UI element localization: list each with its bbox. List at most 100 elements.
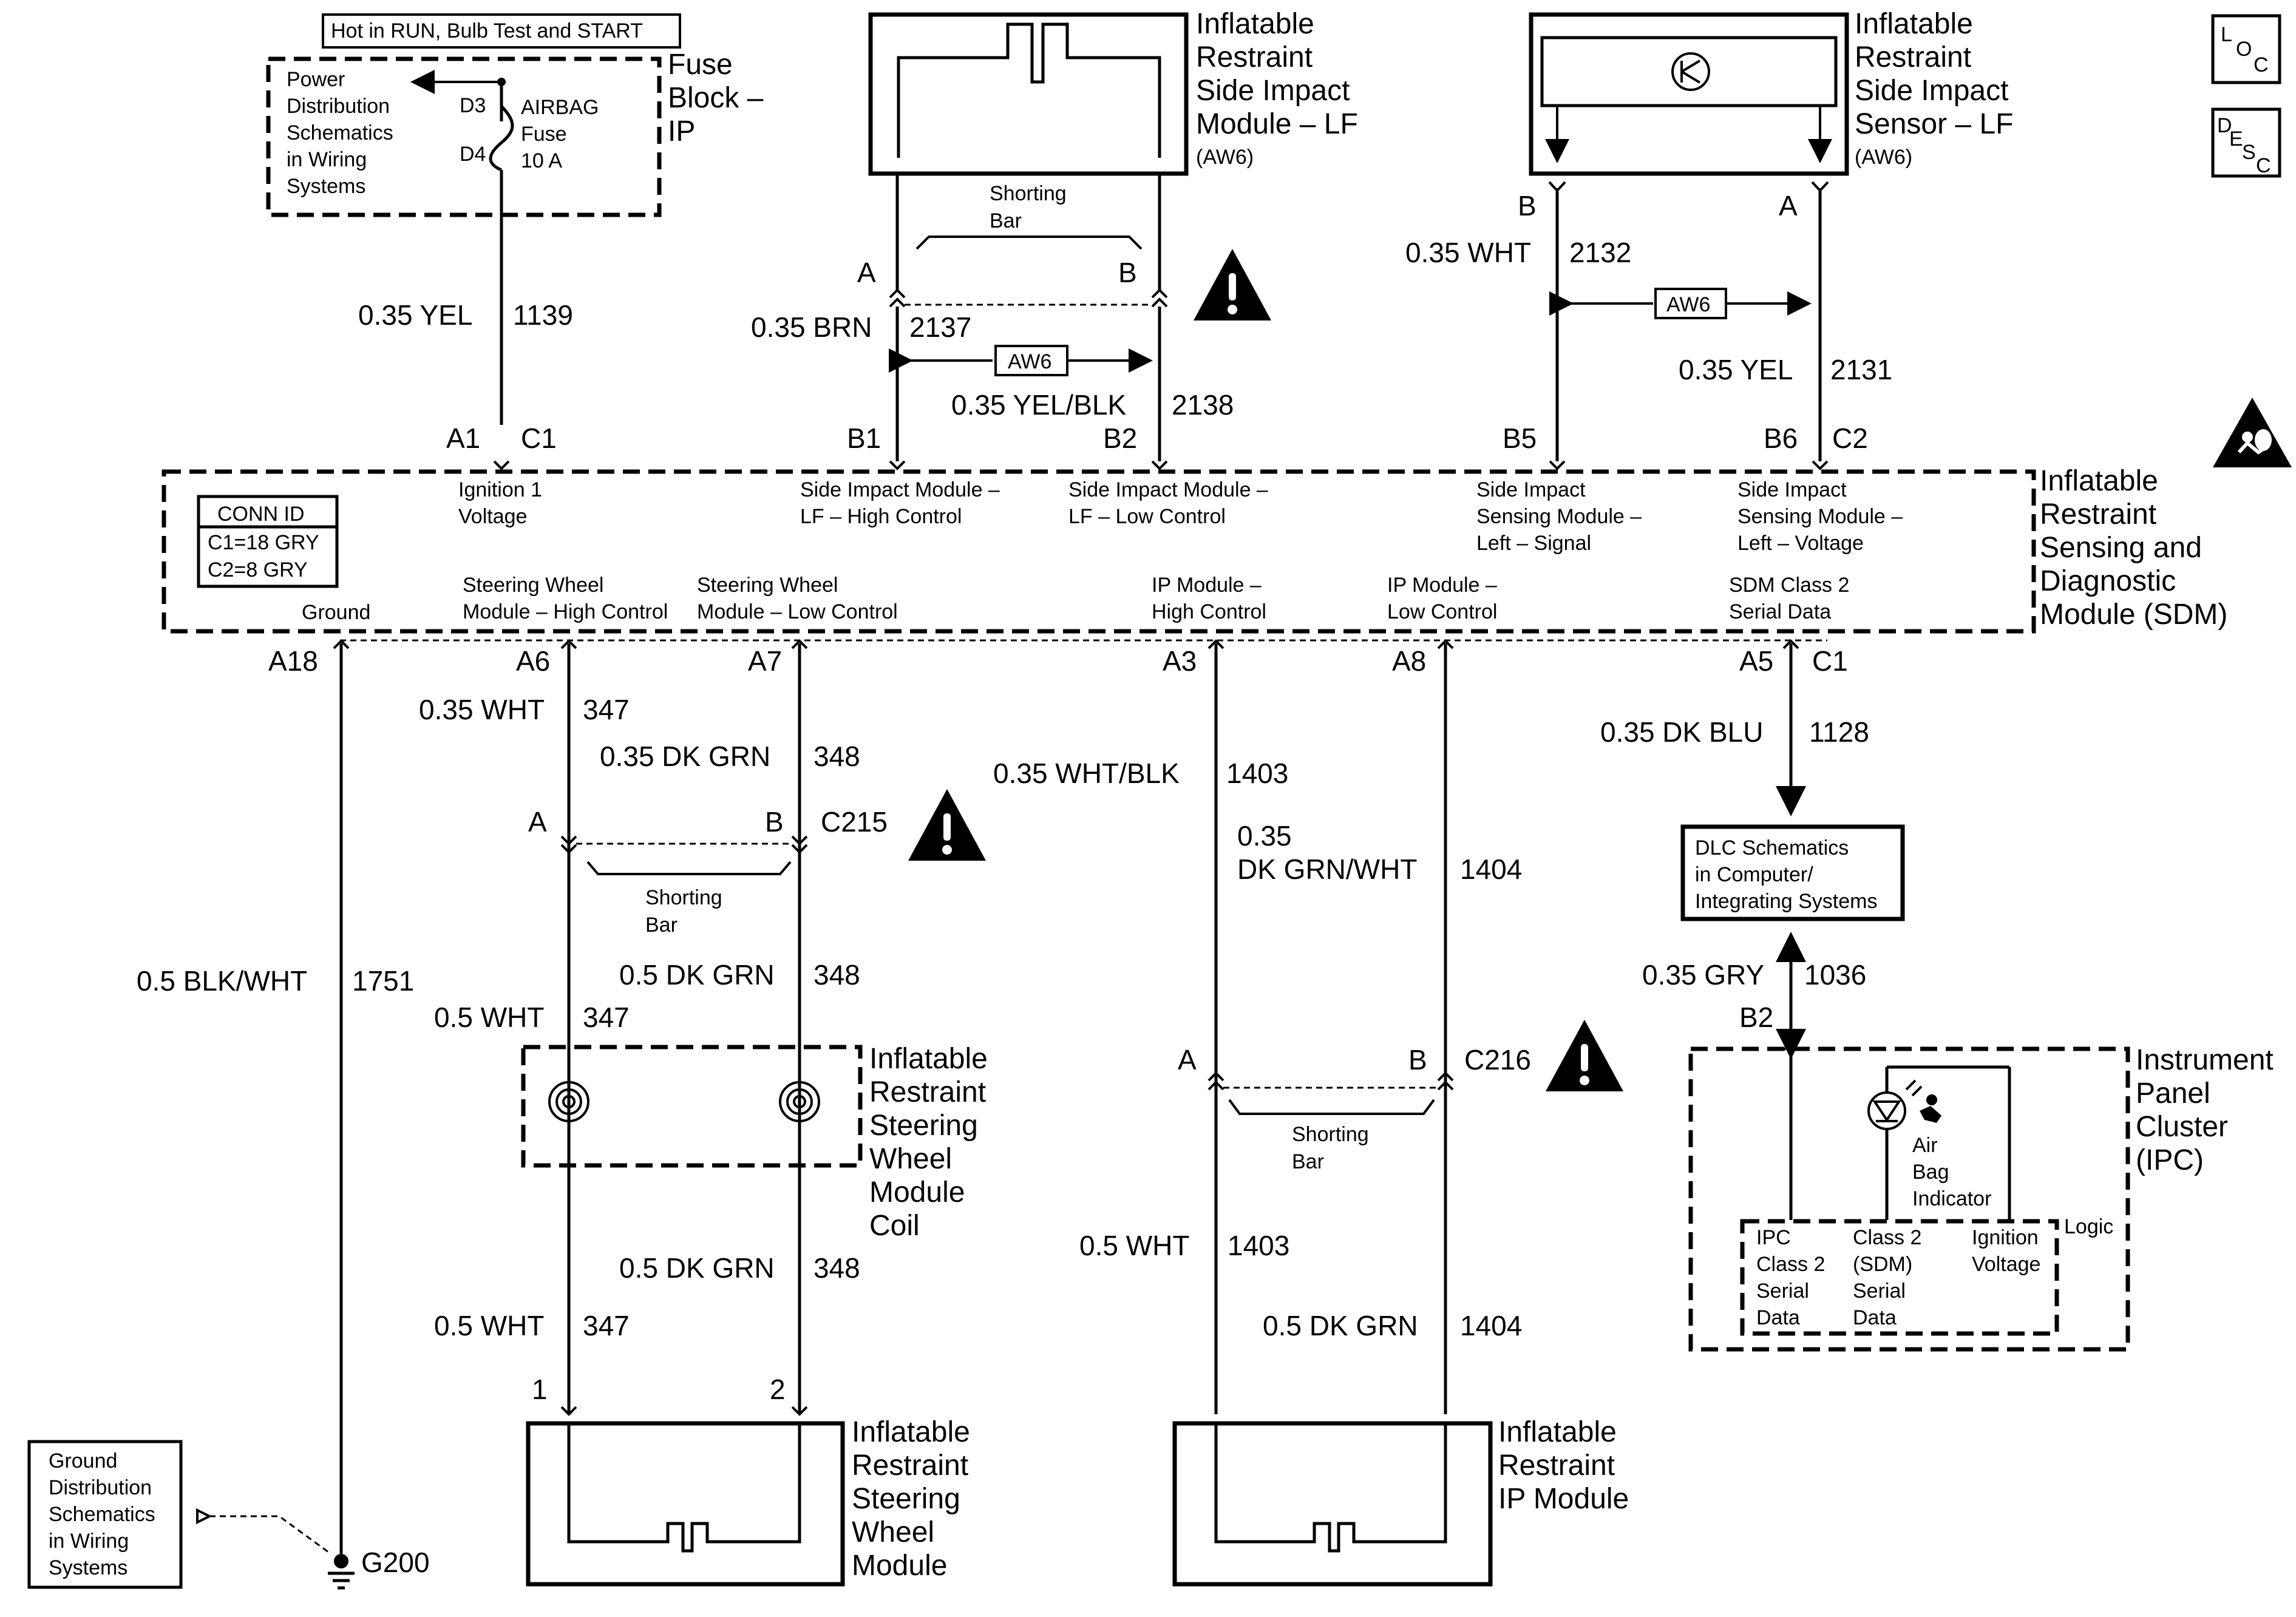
ip-module-circuit: 0.35 WHT/BLK 1403 0.35 DK GRN/WHT 1404 A… <box>993 643 1531 1414</box>
svg-text:0.35 GRY: 0.35 GRY <box>1642 959 1764 991</box>
svg-text:Bar: Bar <box>645 914 678 937</box>
svg-text:(AW6): (AW6) <box>1855 146 1912 169</box>
desc-icon[interactable]: D E S C <box>2211 107 2281 178</box>
power-note: Hot in RUN, Bulb Test and START <box>331 19 643 42</box>
svg-text:1139: 1139 <box>513 299 573 331</box>
svg-text:Sensor – LF: Sensor – LF <box>1855 108 2013 140</box>
svg-text:Air: Air <box>1912 1134 1938 1157</box>
svg-text:LF – High Control: LF – High Control <box>800 505 962 528</box>
svg-text:0.35 BRN: 0.35 BRN <box>751 311 872 343</box>
warning-icon <box>908 789 986 861</box>
svg-text:AIRBAG: AIRBAG <box>521 96 599 119</box>
svg-text:Logic: Logic <box>2064 1215 2113 1238</box>
svg-text:Sensing and: Sensing and <box>2040 532 2202 564</box>
svg-text:A: A <box>857 257 876 288</box>
svg-text:B: B <box>1118 257 1137 288</box>
svg-text:O: O <box>2236 38 2252 61</box>
svg-text:Instrument: Instrument <box>2136 1044 2274 1076</box>
svg-text:Cluster: Cluster <box>2136 1111 2228 1143</box>
svg-text:A1: A1 <box>446 422 480 454</box>
svg-text:0.35 WHT/BLK: 0.35 WHT/BLK <box>993 758 1180 789</box>
svg-text:Panel: Panel <box>2136 1077 2210 1110</box>
svg-text:10 A: 10 A <box>521 149 562 172</box>
svg-text:Ignition 1: Ignition 1 <box>458 478 542 501</box>
svg-text:Shorting: Shorting <box>990 182 1067 205</box>
svg-text:0.35 DK BLU: 0.35 DK BLU <box>1600 716 1763 748</box>
wire-1139: 0.35 YEL 1139 <box>358 299 573 331</box>
svg-text:Module: Module <box>869 1176 965 1209</box>
sdm-module: Inflatable Restraint Sensing and Diagnos… <box>161 422 2227 677</box>
warning-icon <box>1546 1020 1623 1091</box>
svg-text:Steering: Steering <box>852 1483 960 1515</box>
svg-text:D4: D4 <box>460 143 486 166</box>
svg-text:B2: B2 <box>1103 422 1137 454</box>
connector-a <box>889 288 906 308</box>
svg-text:B: B <box>765 806 784 838</box>
svg-text:Voltage: Voltage <box>1972 1253 2040 1276</box>
svg-text:2131: 2131 <box>1830 354 1892 385</box>
svg-text:Serial: Serial <box>1853 1280 1906 1303</box>
svg-text:C: C <box>2256 154 2271 177</box>
wire-2131: 0.35 YEL 2131 <box>1679 354 1892 385</box>
svg-text:CONN ID: CONN ID <box>217 503 305 526</box>
svg-text:IPC: IPC <box>1756 1226 1791 1249</box>
svg-text:348: 348 <box>813 741 860 772</box>
svg-text:Indicator: Indicator <box>1912 1187 1991 1210</box>
svg-text:2132: 2132 <box>1569 237 1631 268</box>
svg-text:Steering Wheel: Steering Wheel <box>697 574 838 597</box>
svg-text:Steering: Steering <box>869 1110 978 1142</box>
svg-text:Restraint: Restraint <box>2040 498 2156 531</box>
svg-text:in Computer/: in Computer/ <box>1695 863 1813 886</box>
svg-text:IP Module –: IP Module – <box>1152 574 1262 597</box>
svg-text:S: S <box>2242 141 2256 164</box>
svg-text:2137: 2137 <box>909 311 971 343</box>
svg-text:A6: A6 <box>516 645 550 677</box>
svg-text:Module: Module <box>852 1550 947 1582</box>
squib-symbol <box>897 22 1161 158</box>
svg-text:C: C <box>2254 53 2269 76</box>
svg-text:Inflatable: Inflatable <box>1498 1416 1617 1448</box>
svg-text:DK GRN/WHT: DK GRN/WHT <box>1237 853 1417 885</box>
svg-text:A18: A18 <box>268 645 318 677</box>
svg-text:Wheel: Wheel <box>852 1516 934 1548</box>
svg-text:Restraint: Restraint <box>1196 41 1313 73</box>
svg-text:Schematics: Schematics <box>49 1503 155 1526</box>
svg-text:A: A <box>1779 190 1798 222</box>
svg-text:Schematics: Schematics <box>287 121 393 144</box>
svg-text:Wheel: Wheel <box>869 1143 952 1175</box>
svg-text:1403: 1403 <box>1228 1230 1289 1261</box>
svg-text:B2: B2 <box>1739 1002 1773 1033</box>
svg-text:AW6: AW6 <box>1008 350 1051 373</box>
svg-text:Bag: Bag <box>1912 1161 1949 1184</box>
warning-icon <box>1194 249 1271 320</box>
svg-text:Block –: Block – <box>668 82 764 114</box>
svg-text:Integrating Systems: Integrating Systems <box>1695 890 1877 913</box>
svg-text:0.5 WHT: 0.5 WHT <box>434 1310 544 1341</box>
class2-circuit: 0.35 DK BLU 1128 DLC Schematics in Compu… <box>1600 643 1905 1044</box>
svg-text:0.35 WHT: 0.35 WHT <box>419 694 545 725</box>
svg-text:1: 1 <box>532 1374 548 1405</box>
svg-text:Inflatable: Inflatable <box>1196 8 1314 40</box>
svg-text:347: 347 <box>583 1310 630 1341</box>
svg-text:Class 2: Class 2 <box>1756 1253 1825 1276</box>
loc-icon[interactable]: L O C <box>2211 14 2281 84</box>
svg-text:C216: C216 <box>1464 1044 1531 1076</box>
wire-2138: 0.35 YEL/BLK 2138 <box>951 389 1234 421</box>
svg-text:Left – Voltage: Left – Voltage <box>1737 532 1864 555</box>
svg-text:Shorting: Shorting <box>1292 1123 1369 1146</box>
svg-text:0.5 DK GRN: 0.5 DK GRN <box>619 959 775 991</box>
svg-text:L: L <box>2221 23 2232 46</box>
svg-text:Module – LF: Module – LF <box>1196 108 1358 140</box>
fuse-block: Hot in RUN, Bulb Test and START Power Di… <box>266 13 764 425</box>
svg-text:2: 2 <box>770 1374 786 1405</box>
svg-text:Restraint: Restraint <box>852 1449 968 1482</box>
svg-text:Side Impact Module –: Side Impact Module – <box>1068 478 1268 501</box>
svg-text:(AW6): (AW6) <box>1196 146 1254 169</box>
connector-b <box>1151 288 1168 308</box>
svg-text:Systems: Systems <box>49 1556 127 1579</box>
svg-text:1751: 1751 <box>352 965 414 997</box>
svg-text:1404: 1404 <box>1460 853 1522 885</box>
svg-text:A7: A7 <box>748 645 782 677</box>
svg-text:AW6: AW6 <box>1666 293 1710 316</box>
svg-text:Serial: Serial <box>1756 1280 1809 1303</box>
